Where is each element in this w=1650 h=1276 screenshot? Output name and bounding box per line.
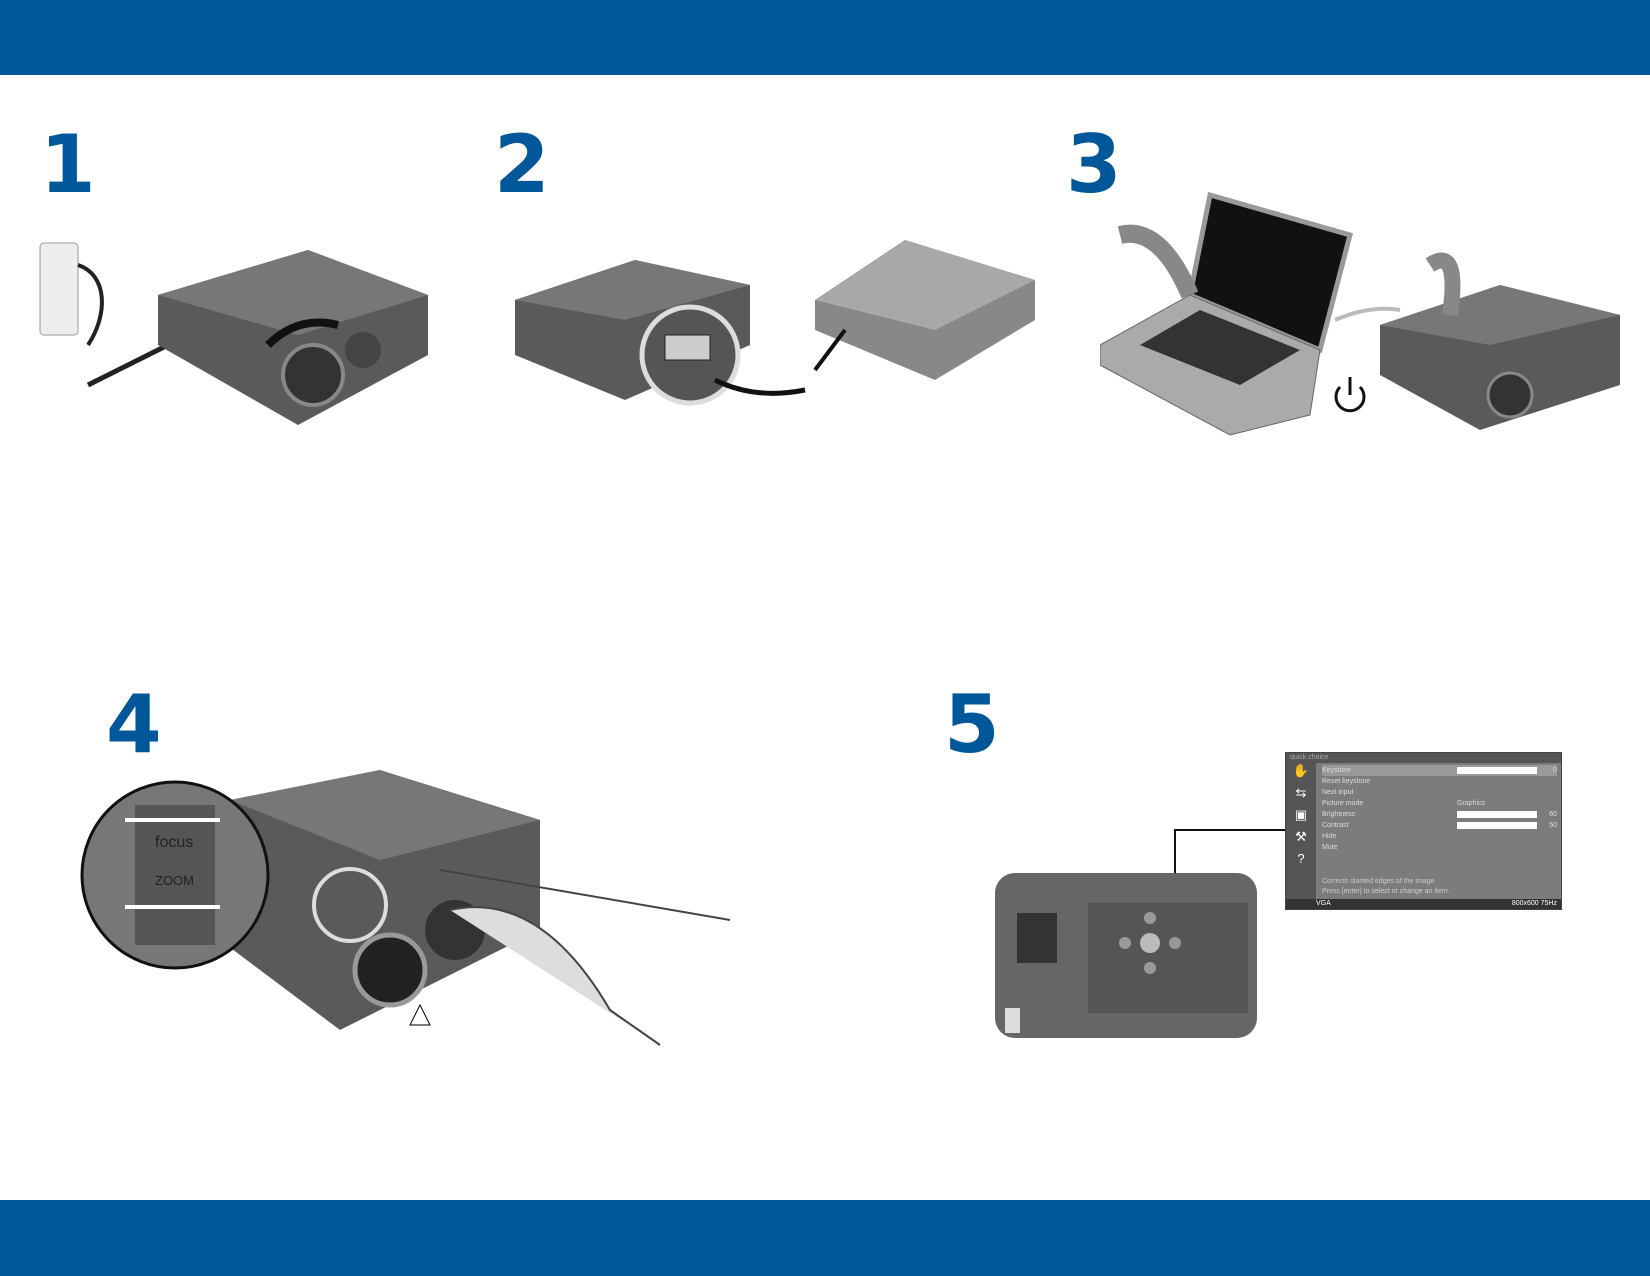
osd-item-next-input[interactable]: Next input <box>1322 789 1354 796</box>
osd-source: VGA <box>1316 900 1331 907</box>
step-3-number: 3 <box>1066 118 1122 211</box>
osd-sidebar: ✋ ⇆ ▣ ⚒ ? <box>1286 763 1316 899</box>
step-2-connect-illustration <box>515 240 1035 406</box>
wall-outlet-icon <box>39 242 79 336</box>
quick-choice-icon: ✋ <box>1292 763 1310 778</box>
arrow-up-icon <box>409 1003 431 1026</box>
header-bar <box>0 0 1650 75</box>
osd-description: Corrects slanted edges of the image. Pre… <box>1322 878 1450 895</box>
focus-ring <box>1017 913 1057 963</box>
osd-resolution: 800x600 75Hz <box>1511 900 1557 907</box>
picture-icon: ▣ <box>1294 807 1308 822</box>
rotate-arrow-icon <box>125 818 220 909</box>
zoom-label: ZOOM <box>155 873 194 888</box>
focus-label: focus <box>155 834 193 851</box>
osd-status-bar: VGA 800x600 75Hz <box>1286 899 1561 909</box>
osd-item-reset-keystone[interactable]: Reset keystone <box>1322 778 1371 785</box>
step-1-power-illustration <box>39 242 428 425</box>
step-4-focus-zoom-illustration: focus ZOOM <box>80 770 731 1046</box>
enter-button <box>1140 933 1160 953</box>
help-icon: ? <box>1297 851 1305 866</box>
keypad <box>1088 903 1248 1013</box>
step-1-number: 1 <box>40 118 96 211</box>
arrow-icon <box>265 318 339 348</box>
osd-title: quick choice <box>1286 753 1561 763</box>
step-2-number: 2 <box>494 118 550 211</box>
osd-item-mute[interactable]: Mute <box>1322 844 1338 851</box>
power-icon <box>1334 377 1366 413</box>
step-4-number: 4 <box>106 678 162 771</box>
hand-icon <box>1117 224 1199 299</box>
step-3-power-on-illustration <box>1100 191 1620 436</box>
setup-icon: ⚒ <box>1295 829 1307 844</box>
hand-icon <box>439 869 731 1046</box>
osd-item-hide[interactable]: Hide <box>1322 833 1337 840</box>
step-5-number: 5 <box>944 678 1000 771</box>
step-5-control-panel-illustration <box>995 829 1285 1038</box>
input-icon: ⇆ <box>1295 785 1307 800</box>
footer-bar <box>0 1200 1650 1276</box>
